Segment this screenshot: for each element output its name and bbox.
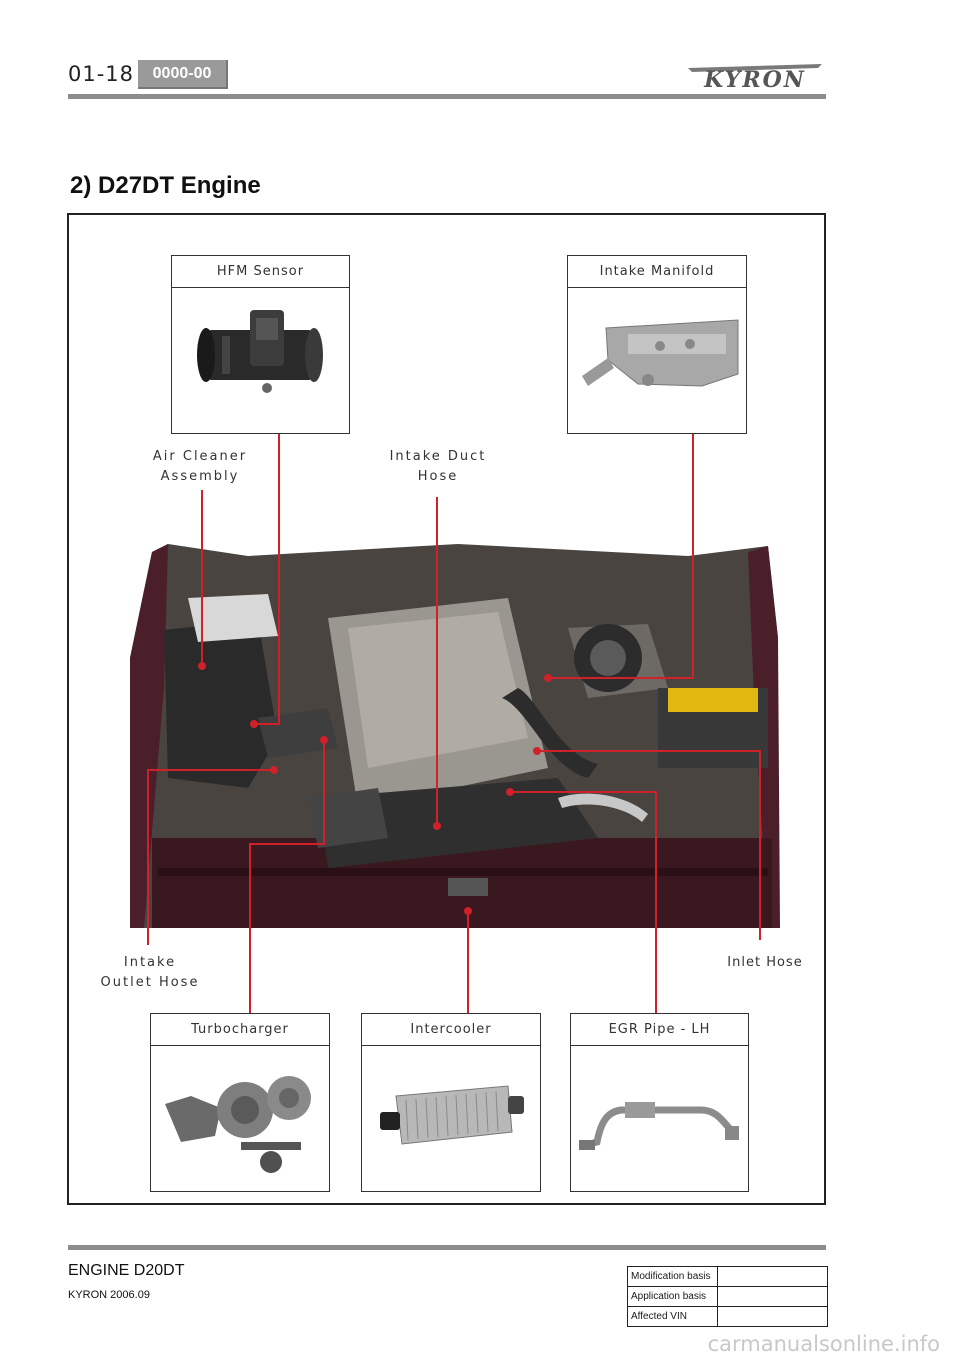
hfm-sensor-callout: HFM Sensor (171, 255, 350, 434)
egr-pipe-illustration (579, 1102, 739, 1150)
turbocharger-title: Turbocharger (151, 1014, 329, 1046)
footer-rule (68, 1245, 826, 1250)
revision-row-value (717, 1266, 828, 1287)
revision-row: Affected VIN (627, 1306, 828, 1327)
turbocharger-illustration (165, 1076, 311, 1173)
intake-outlet-hose-label: Intake Outlet Hose (100, 955, 200, 990)
intake-manifold-title: Intake Manifold (568, 256, 746, 288)
intake-manifold-illustration (582, 319, 739, 387)
intake-manifold-callout: Intake Manifold (567, 255, 747, 434)
revision-row-value (717, 1306, 828, 1327)
header-rule (68, 94, 826, 99)
revision-table: Modification basis Application basis Aff… (627, 1266, 828, 1327)
figure-frame (67, 213, 826, 1205)
section-title: 2) D27DT Engine (70, 172, 261, 199)
edition-label: KYRON 2006.09 (68, 1289, 150, 1301)
revision-row: Application basis (627, 1286, 828, 1307)
hfm-sensor-illustration (197, 310, 323, 393)
revision-row-value (717, 1286, 828, 1307)
revision-row-label: Application basis (627, 1286, 718, 1307)
revision-row: Modification basis (627, 1266, 828, 1287)
revision-row-label: Affected VIN (627, 1306, 718, 1327)
revision-row-label: Modification basis (627, 1266, 718, 1287)
svg-text:KYRON: KYRON (703, 67, 806, 92)
engine-bay-photo (128, 538, 780, 930)
intercooler-title: Intercooler (362, 1014, 540, 1046)
air-cleaner-label: Air Cleaner Assembly (152, 449, 248, 484)
turbocharger-callout: Turbocharger (150, 1013, 330, 1192)
egr-pipe-callout: EGR Pipe - LH (570, 1013, 749, 1192)
watermark: carmanualsonline.info (707, 1332, 940, 1356)
page-number: 01-18 (68, 62, 135, 86)
intercooler-illustration (380, 1085, 524, 1145)
intercooler-callout: Intercooler (361, 1013, 541, 1192)
kyron-logo: KYRON (688, 64, 822, 92)
intake-duct-label: Intake Duct Hose (389, 449, 487, 484)
manual-title: ENGINE D20DT (68, 1262, 185, 1279)
hfm-sensor-title: HFM Sensor (172, 256, 349, 288)
egr-pipe-title: EGR Pipe - LH (571, 1014, 748, 1046)
inlet-hose-label: Inlet Hose (727, 955, 803, 970)
section-code-badge: 0000-00 (138, 60, 228, 89)
